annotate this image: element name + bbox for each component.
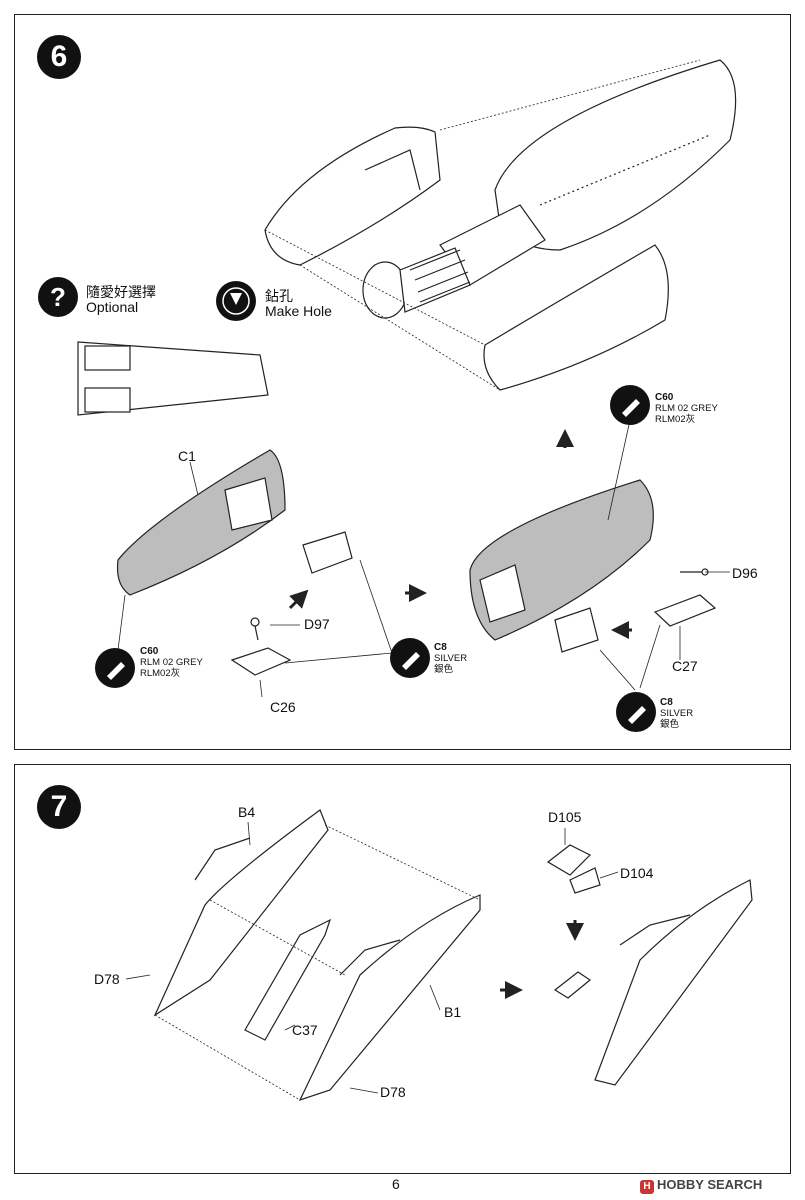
paint-brush-icon — [95, 648, 135, 688]
part-label-c27: C27 — [672, 658, 698, 674]
part-label-d97: D97 — [304, 616, 330, 632]
rudder-c37 — [244, 918, 332, 1041]
tail-fin-b1 — [298, 894, 481, 1102]
shell-c1-interior — [116, 449, 286, 596]
optional-panel-drawing — [77, 341, 269, 416]
part-c26 — [230, 617, 292, 676]
paint-brush-icon — [610, 385, 650, 425]
part-d105 — [546, 844, 592, 876]
part-label-d105: D105 — [548, 809, 582, 825]
fuselage-left-half — [264, 126, 441, 266]
make-hole-label-en: Make Hole — [265, 303, 332, 319]
panel-part-right — [554, 607, 599, 653]
part-label-c37: C37 — [292, 1022, 318, 1038]
optional-label-en: Optional — [86, 299, 139, 315]
paint-label-c60-left: C60 RLM 02 GREY RLM02灰 — [140, 646, 203, 679]
panel-part-small — [302, 531, 353, 574]
svg-text:?: ? — [50, 282, 66, 312]
part-label-d96: D96 — [732, 565, 758, 581]
watermark-logo-icon: H — [640, 1180, 654, 1194]
step-number: 6 — [37, 35, 81, 79]
paint-label-c8-center: C8 SILVER 銀色 — [434, 642, 468, 675]
paint-brush-icon — [616, 692, 656, 732]
canopy-part — [553, 971, 592, 999]
paint-label-c8-right: C8 SILVER 銀色 — [660, 697, 694, 730]
part-c27 — [653, 568, 717, 627]
part-label-d104: D104 — [620, 865, 654, 881]
part-label-d78-bottom: D78 — [380, 1084, 406, 1100]
engine-nozzle — [362, 204, 546, 319]
page-number: 6 — [392, 1176, 400, 1192]
drill-icon — [216, 281, 256, 321]
part-label-b1: B1 — [444, 1004, 462, 1020]
part-d104 — [569, 867, 601, 894]
paint-brush-icon — [390, 638, 430, 678]
tail-fin-b4 — [153, 809, 329, 1017]
question-icon: ? — [38, 277, 78, 317]
make-hole-label-zh: 鉆孔 — [265, 288, 293, 304]
fuselage-right-half — [483, 244, 669, 391]
shell-right-interior — [469, 479, 654, 641]
tail-fin-assembled — [594, 879, 753, 1086]
part-label-d78-left: D78 — [94, 971, 120, 987]
optional-label-zh: 隨愛好選擇 — [86, 284, 156, 300]
paint-label-c60-right: C60 RLM 02 GREY RLM02灰 — [655, 392, 718, 425]
part-label-b4: B4 — [238, 804, 256, 820]
part-label-c26: C26 — [270, 699, 296, 715]
part-label-c1: C1 — [178, 448, 196, 464]
fuselage-rear-section — [494, 59, 737, 251]
step-number: 7 — [37, 785, 81, 829]
